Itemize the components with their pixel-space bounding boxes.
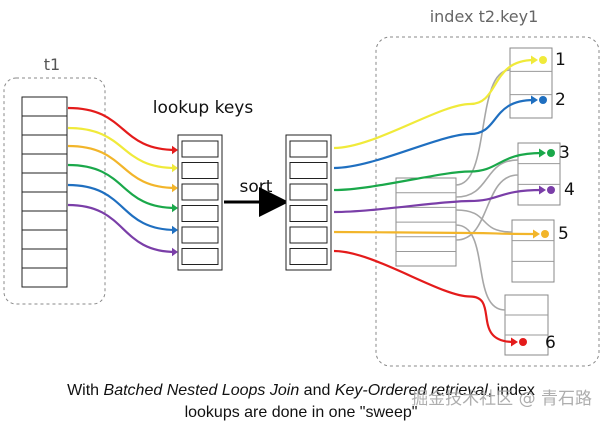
watermark: 掘金技术社区 @ 青石路 [411, 389, 592, 409]
sorted-keys-table [285, 134, 332, 271]
lookup-arrow-head [172, 183, 178, 193]
index-entry-number: 2 [555, 90, 566, 110]
caption-line-2: lookups are done in one "sweep" [184, 404, 418, 421]
lookup-arrow-head [172, 225, 178, 235]
lookup-arrow-head [511, 337, 518, 347]
caption-text: , index [487, 382, 535, 399]
lookup-arrow-path [333, 188, 543, 214]
index-tree-link [455, 174, 519, 241]
index-tree-link [455, 209, 513, 233]
lookup-arrow-path [333, 230, 537, 236]
index-entry-dot [519, 338, 527, 346]
index-entry-number: 6 [545, 333, 556, 353]
lookup-arrow-head [172, 163, 178, 173]
lookup-key-cell [181, 162, 219, 179]
caption-text: With [67, 382, 104, 399]
lookup-key-cell [181, 226, 219, 244]
index-tree-link [455, 69, 511, 186]
index-tree-link [455, 224, 506, 311]
caption-emphasis-key-ordered: Key-Ordered retrieval [334, 382, 488, 399]
caption-line-1: With Batched Nested Loops Join and Key-O… [0, 382, 602, 400]
lookup-arrow-path [333, 151, 543, 192]
index-entry-dot [547, 149, 555, 157]
lookup-arrow-path [333, 98, 535, 170]
sort-label: sort [240, 177, 273, 197]
sorted-key-cell [289, 183, 328, 201]
lookup-arrow-path [67, 106, 177, 152]
lookup-arrow-head [531, 95, 538, 105]
sorted-key-cell [289, 205, 328, 222]
caption-text: and [299, 382, 335, 399]
sorted-key-cell [289, 162, 328, 179]
lookup-arrow-path [67, 203, 177, 254]
lookup-key-cell [181, 140, 219, 158]
index-entry-dot [547, 186, 555, 194]
t1-group-border [3, 77, 106, 305]
lookup-arrow-head [539, 185, 546, 195]
lookup-arrow-head [533, 229, 540, 239]
index-entry-number: 4 [564, 180, 575, 200]
index-entry-number: 3 [559, 143, 570, 163]
lookup-arrow-path [67, 126, 177, 170]
index-title: index t2.key1 [430, 7, 539, 26]
sorted-key-cell [289, 226, 328, 244]
index-tree-link [455, 159, 519, 198]
lookup-arrow-path [67, 183, 177, 232]
lookup-arrow-head [172, 247, 178, 257]
lookup-arrow-head [539, 148, 546, 158]
index-entry-number: 1 [555, 50, 566, 70]
lookup-arrow-path [67, 163, 177, 210]
index-entry-dot [541, 230, 549, 238]
lookup-keys-table [177, 134, 223, 271]
lookup-arrow-path [67, 144, 177, 190]
sorted-key-cell [289, 140, 328, 158]
lookup-arrow-head [172, 145, 178, 155]
index-links [455, 69, 519, 311]
t1-table [21, 96, 68, 288]
caption-emphasis-bnl: Batched Nested Loops Join [103, 382, 300, 399]
lookup-arrow-head [172, 203, 178, 213]
lookup-key-cell [181, 183, 219, 201]
sorted-key-cell [289, 248, 328, 265]
index-group-border [375, 36, 600, 367]
index-number-labels: 1 2 3 4 5 6 [545, 50, 575, 353]
lookup-key-cell [181, 205, 219, 222]
t1-label: t1 [44, 55, 60, 74]
index-entry-number: 5 [558, 224, 569, 244]
lookup-keys-label: lookup keys [153, 98, 254, 118]
lookup-arrow-head [531, 55, 538, 65]
lookup-arrow-path [333, 58, 535, 150]
index-leaf-node [511, 219, 555, 283]
lookup-arrow-path [333, 249, 515, 344]
lookup-key-cell [181, 248, 219, 265]
index-entry-dot [539, 56, 547, 64]
index-entry-dot [539, 96, 547, 104]
lookup-arrows [67, 55, 555, 347]
